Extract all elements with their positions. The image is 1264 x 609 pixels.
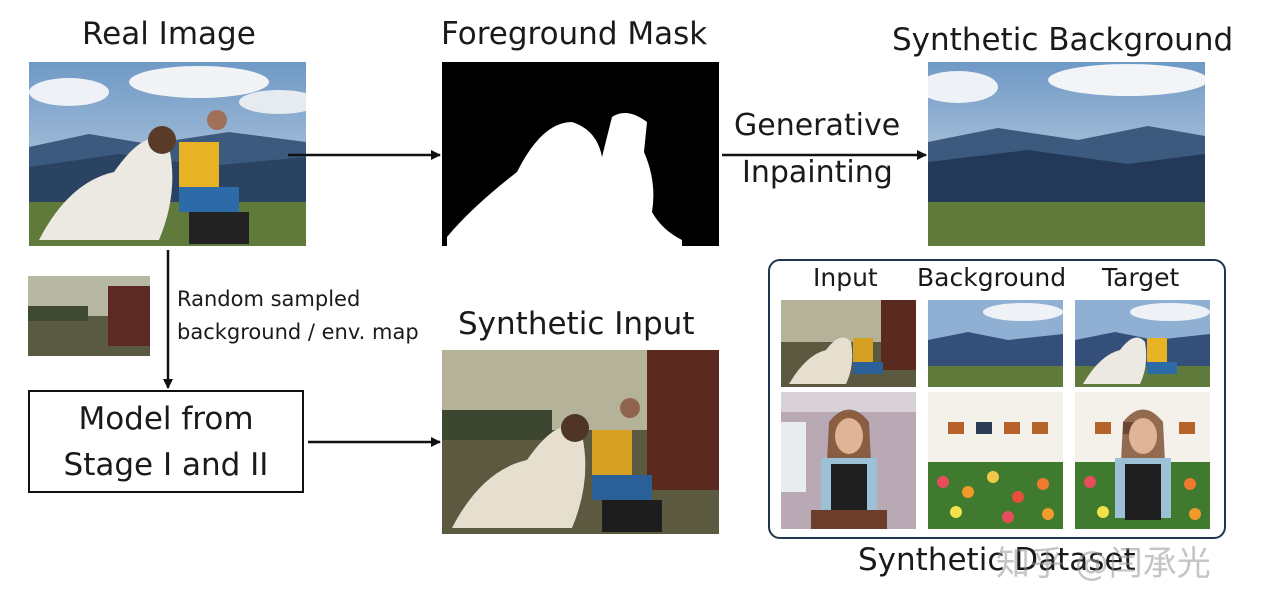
real-image-title: Real Image <box>82 16 256 52</box>
column-header-input: Input <box>813 263 878 292</box>
generative-label-line2: Inpainting <box>742 155 893 190</box>
model-box-line2: Stage I and II <box>63 446 269 483</box>
foreground-mask-photo <box>442 62 719 246</box>
foreground-mask-title: Foreground Mask <box>441 16 708 52</box>
dataset-target-2 <box>1075 392 1210 529</box>
synthetic-input-title: Synthetic Input <box>458 306 695 342</box>
synthetic-dataset-panel <box>768 259 1226 539</box>
synthetic-background-title: Synthetic Background <box>892 22 1234 58</box>
random-sampled-line1: Random sampled <box>177 287 361 311</box>
dataset-target-1 <box>1075 300 1210 387</box>
model-box: Model from Stage I and II <box>28 390 304 493</box>
synthetic-background-photo <box>928 62 1205 246</box>
dataset-background-2 <box>928 392 1063 529</box>
column-header-target: Target <box>1102 263 1180 292</box>
synthetic-dataset-title: Synthetic Dataset <box>858 542 1136 578</box>
random-sampled-line2: background / env. map <box>177 320 419 344</box>
dataset-background-1 <box>928 300 1063 387</box>
column-header-background: Background <box>917 263 1067 292</box>
watermark-text: 知乎 @闫承光 <box>996 544 1211 584</box>
env-map-thumbnail <box>28 276 150 356</box>
real-image-photo <box>29 62 306 246</box>
model-box-line1: Model from <box>78 400 254 437</box>
generative-label-line1: Generative <box>734 108 901 143</box>
dataset-input-1 <box>781 300 916 387</box>
dataset-input-2 <box>781 392 916 529</box>
synthetic-input-photo <box>442 350 719 534</box>
